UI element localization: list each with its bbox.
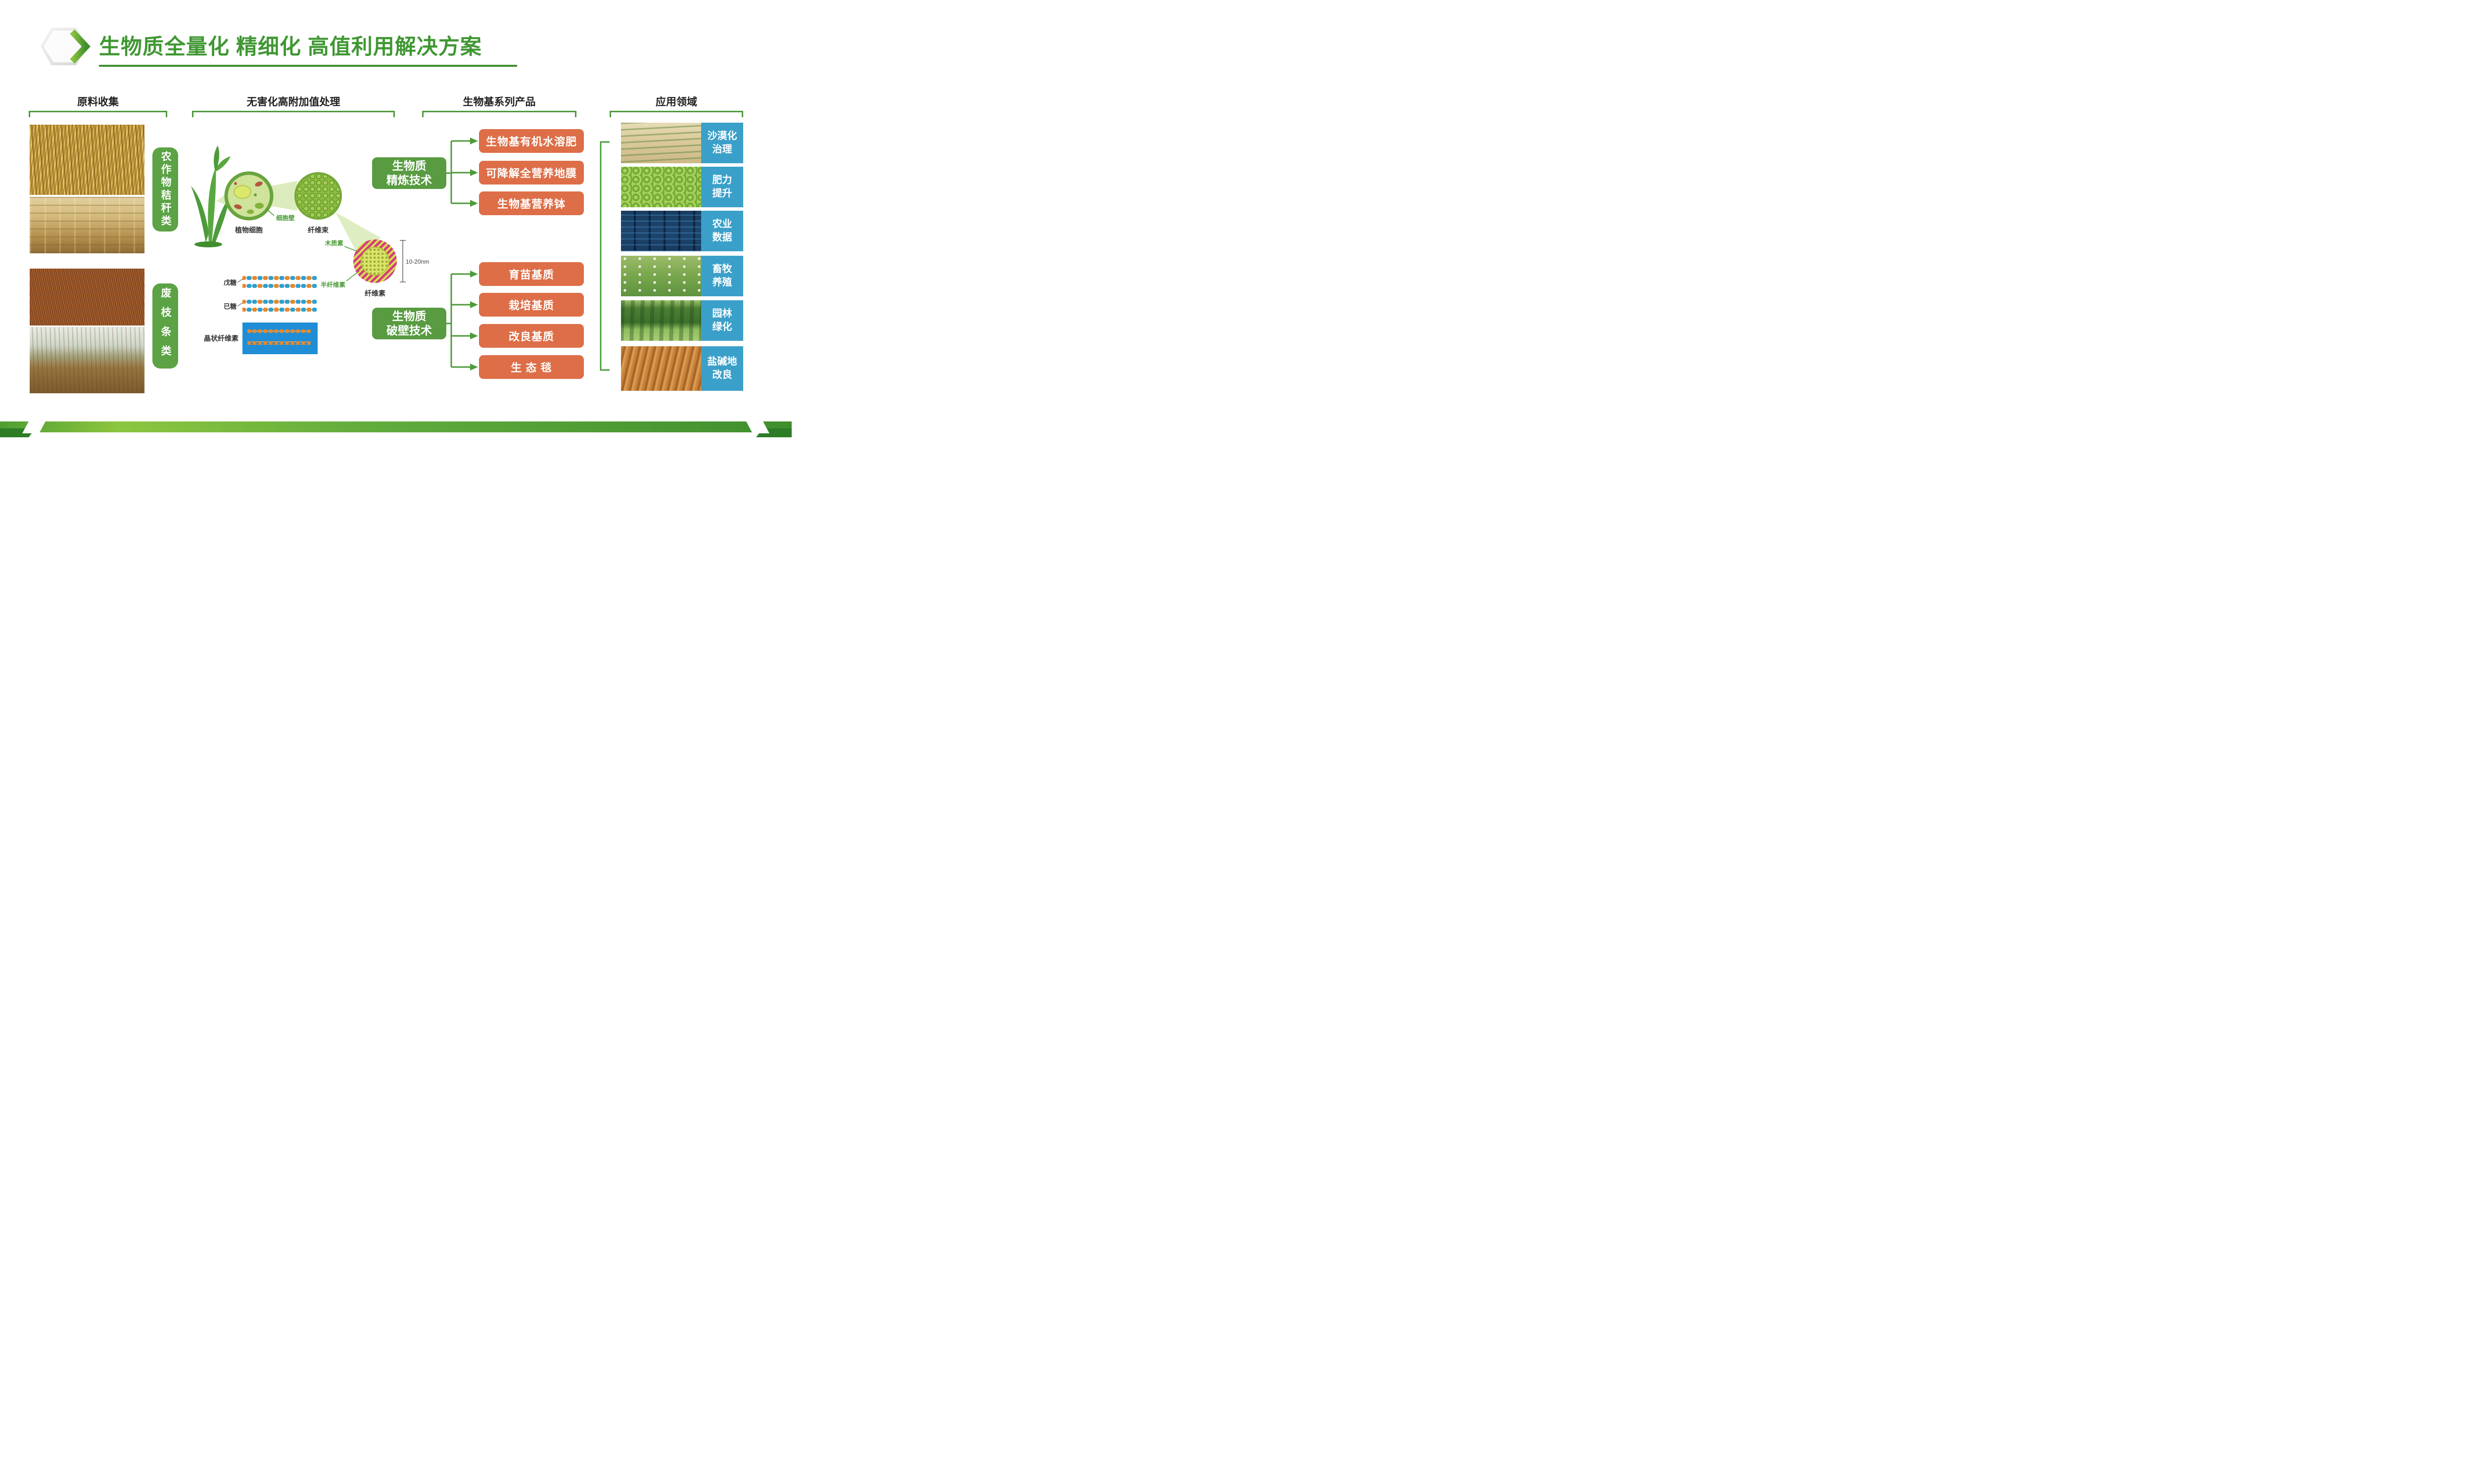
application-row-landscaping: 园林 绿化 [621,300,743,341]
product-box-degradable-mulch-film: 可降解全营养地膜 [479,161,584,185]
product-box-cultivation-substrate: 栽培基质 [479,293,584,317]
page-title: 生物质全量化 精细化 高值利用解决方案 [99,35,482,59]
title-underline [99,65,517,67]
product-box-seedling-substrate: 育苗基质 [479,262,584,286]
application-row-saline: 盐碱地 改良 [621,346,743,391]
tech-box-refining: 生物质 精炼技术 [372,157,446,189]
column-header-collection: 原料收集 [77,96,119,108]
hexagon-arrow-icon [38,26,92,67]
photo-waste-branches [30,269,144,325]
processing-diagram: 植物细胞 细胞壁 纤维束 木质素 半纤维素 纤维素 10-20nm 戊糖 已糖 … [191,145,429,354]
column-header-applications: 应用领域 [656,96,697,108]
photo-fertility-improvement [621,167,701,207]
pentose-label: 戊糖 [223,279,237,286]
bracket-applications [610,111,743,118]
slide: 生物质全量化 精细化 高值利用解决方案 原料收集 无害化高附加值处理 生物基系列… [0,0,792,445]
application-label-agdata: 农业 数据 [701,211,743,251]
tech-box-wall-breaking: 生物质 破壁技术 [372,308,446,339]
photo-corn-straw [30,125,144,195]
application-row-agdata: 农业 数据 [621,211,743,251]
tech-box-refining-line2: 精炼技术 [386,174,432,186]
bracket-collection [29,111,167,118]
application-row-desert: 沙漠化 治理 [621,123,743,163]
application-label-saline: 盐碱地 改良 [701,346,743,391]
fiber-bundle-label: 纤维束 [308,226,329,234]
product-box-nutrient-pot: 生物基营养钵 [479,191,584,215]
photo-livestock-breeding [621,256,701,296]
cell-wall-label: 细胞壁 [276,214,295,222]
plant-icon [191,145,231,247]
bracket-products [422,111,576,118]
photo-saline-soil-improvement [621,346,701,391]
application-label-livestock: 畜牧 养殖 [701,256,743,296]
application-label-landscaping: 园林 绿化 [701,300,743,341]
fiber-bundle-illustration [294,172,342,220]
photo-straw-bales [30,197,144,253]
application-label-desert: 沙漠化 治理 [701,123,743,163]
photo-desertification-control [621,123,701,163]
column-header-products: 生物基系列产品 [463,96,536,108]
molecule-chain-pentose [242,276,317,288]
diameter-measure [400,240,406,282]
footer-ribbon [0,421,792,432]
application-label-fertility: 肥力 提升 [701,167,743,207]
product-box-improvement-substrate: 改良基质 [479,324,584,348]
hexose-label: 已糖 [224,303,237,310]
application-row-fertility: 肥力 提升 [621,167,743,207]
lignin-label: 木质素 [324,239,343,247]
crystalline-cellulose-label: 晶状纤维素 [204,334,238,342]
diameter-label: 10-20nm [406,258,429,265]
photo-agriculture-data [621,211,701,251]
tech-box-wall-breaking-line2: 破壁技术 [386,324,432,337]
column-header-processing: 无害化高附加值处理 [246,96,340,108]
plant-cell-illustration [224,171,274,221]
cellulose-fiber-illustration [353,239,397,283]
molecule-chain-hexose [242,300,317,312]
photo-orchard-branches [30,327,144,393]
hemicellulose-label: 半纤维素 [321,281,346,288]
tech-box-refining-line1: 生物质 [392,159,427,173]
tech-box-wall-breaking-line1: 生物质 [392,310,427,323]
product-box-water-soluble-fertilizer: 生物基有机水溶肥 [479,129,584,153]
crystalline-cellulose-illustration [242,323,318,354]
cellulose-label: 纤维素 [365,289,385,297]
photo-garden-landscaping [621,300,701,341]
bracket-processing [192,111,395,118]
product-box-eco-blanket: 生 态 毯 [479,355,584,379]
category-label-crop-straw: 农作物秸秆类 [152,147,178,232]
beam-cell-to-bundle [270,181,297,211]
application-row-livestock: 畜牧 养殖 [621,256,743,296]
category-label-waste-branches: 废枝条类 [152,283,178,369]
plant-cell-label: 植物细胞 [235,226,263,234]
